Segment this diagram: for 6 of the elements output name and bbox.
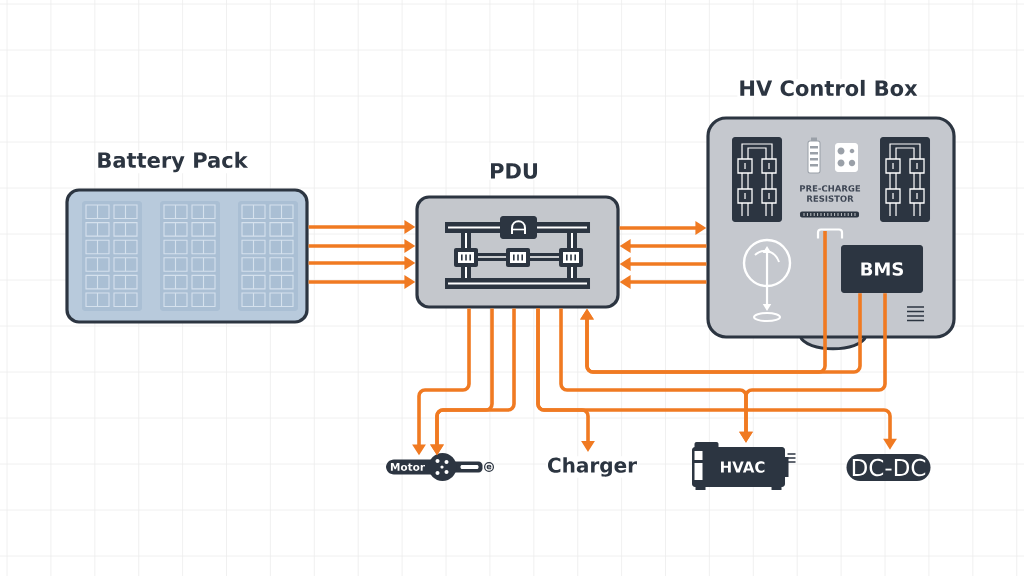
box-heading: HV Control Box bbox=[737, 78, 919, 98]
symbol-label: e bbox=[484, 462, 494, 472]
box-heading: Battery Pack bbox=[95, 150, 249, 174]
box-heading: PDU bbox=[488, 162, 540, 180]
charger-label: Charger bbox=[546, 456, 638, 478]
dc-dc-badge: DC-DC bbox=[846, 454, 931, 481]
